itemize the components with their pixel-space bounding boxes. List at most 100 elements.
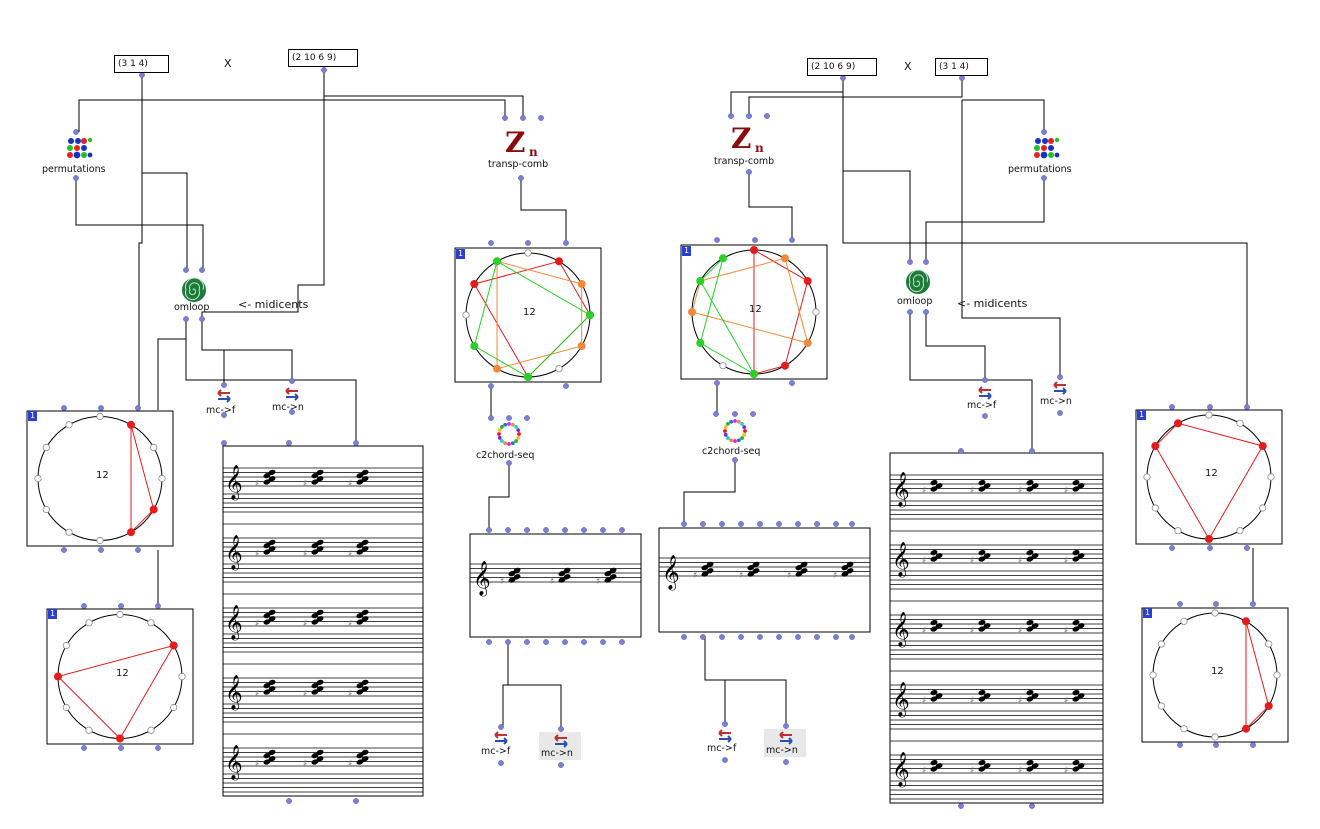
mc-f-box-left-1[interactable] xyxy=(216,388,232,403)
inlet-dot[interactable] xyxy=(1213,742,1219,748)
poly-score-box[interactable]: 𝄞♯♯♯♯𝄞♯♯♯♯𝄞♯♯♯♯𝄞♯♯♯♯𝄞♯♯♯♯ xyxy=(889,452,1104,804)
inlet-dot[interactable] xyxy=(524,527,530,533)
permutations-box-left[interactable] xyxy=(64,136,94,162)
pitch-circle-box[interactable] xyxy=(1141,607,1289,743)
inlet-dot[interactable] xyxy=(286,440,292,446)
inlet-dot[interactable] xyxy=(506,415,512,421)
patch-cord[interactable] xyxy=(185,319,357,443)
mc-n-box-left-2-selected[interactable] xyxy=(539,732,581,760)
patch-cord[interactable] xyxy=(925,312,986,380)
inlet-dot[interactable] xyxy=(982,377,988,383)
inlet-dot[interactable] xyxy=(118,745,124,751)
inlet-dot[interactable] xyxy=(1057,374,1063,380)
mc-f-box-left-2[interactable] xyxy=(493,730,509,745)
inlet-dot[interactable] xyxy=(562,639,568,645)
mc-n-box-left-1[interactable] xyxy=(284,386,300,401)
inlet-dot[interactable] xyxy=(183,267,189,273)
inlet-dot[interactable] xyxy=(719,634,725,640)
mc-f-box-right-2[interactable] xyxy=(717,728,733,743)
inlet-dot[interactable] xyxy=(619,639,625,645)
message-box-3-1-4-right[interactable]: (3 1 4) xyxy=(935,58,988,76)
inlet-dot[interactable] xyxy=(795,521,801,527)
inlet-dot[interactable] xyxy=(563,240,569,246)
inlet-dot[interactable] xyxy=(581,639,587,645)
inlet-dot[interactable] xyxy=(764,113,770,119)
inlet-dot[interactable] xyxy=(1169,404,1175,410)
inlet-dot[interactable] xyxy=(776,521,782,527)
inlet-dot[interactable] xyxy=(1207,404,1213,410)
inlet-dot[interactable] xyxy=(558,726,564,732)
inlet-dot[interactable] xyxy=(849,634,855,640)
inlet-dot[interactable] xyxy=(524,639,530,645)
inlet-dot[interactable] xyxy=(353,798,359,804)
inlet-dot[interactable] xyxy=(783,723,789,729)
inlet-dot[interactable] xyxy=(714,237,720,243)
inlet-dot[interactable] xyxy=(563,383,569,389)
inlet-dot[interactable] xyxy=(958,803,964,809)
inlet-dot[interactable] xyxy=(525,240,531,246)
patch-cord[interactable] xyxy=(961,100,1061,377)
inlet-dot[interactable] xyxy=(73,175,79,181)
inlet-dot[interactable] xyxy=(746,169,752,175)
inlet-dot[interactable] xyxy=(498,760,504,766)
inlet-dot[interactable] xyxy=(505,639,511,645)
inlet-dot[interactable] xyxy=(1244,545,1250,551)
inlet-dot[interactable] xyxy=(61,405,67,411)
inlet-dot[interactable] xyxy=(732,411,738,417)
patch-cord[interactable] xyxy=(507,642,562,729)
patch-cord[interactable] xyxy=(78,99,506,132)
inlet-dot[interactable] xyxy=(907,309,913,315)
message-box-2-10-6-9-right[interactable]: (2 10 6 9) xyxy=(807,58,877,76)
pitch-circle-box[interactable] xyxy=(1135,409,1283,545)
inlet-dot[interactable] xyxy=(518,175,524,181)
inlet-dot[interactable] xyxy=(286,798,292,804)
inlet-dot[interactable] xyxy=(1213,601,1219,607)
patch-cord[interactable] xyxy=(502,642,509,727)
omloop-box-left[interactable] xyxy=(180,276,208,304)
inlet-dot[interactable] xyxy=(221,412,227,418)
inlet-dot[interactable] xyxy=(814,634,820,640)
inlet-dot[interactable] xyxy=(1250,601,1256,607)
inlet-dot[interactable] xyxy=(1177,601,1183,607)
inlet-dot[interactable] xyxy=(833,634,839,640)
inlet-dot[interactable] xyxy=(502,115,508,121)
patch-cord[interactable] xyxy=(488,463,510,530)
inlet-dot[interactable] xyxy=(700,634,706,640)
inlet-dot[interactable] xyxy=(61,547,67,553)
pitch-circle-box[interactable] xyxy=(680,244,828,380)
patch-cord[interactable] xyxy=(842,78,1248,407)
omloop-box-right[interactable] xyxy=(904,268,932,296)
patch-cord[interactable] xyxy=(683,460,736,524)
inlet-dot[interactable] xyxy=(722,757,728,763)
inlet-dot[interactable] xyxy=(750,411,756,417)
inlet-dot[interactable] xyxy=(738,521,744,527)
inlet-dot[interactable] xyxy=(321,67,327,73)
patch-cord[interactable] xyxy=(520,178,567,243)
chord-seq-box[interactable]: 𝄞♯♯♯ xyxy=(469,533,642,638)
pitch-circle-box[interactable] xyxy=(454,247,602,383)
inlet-dot[interactable] xyxy=(795,634,801,640)
inlet-dot[interactable] xyxy=(538,115,544,121)
inlet-dot[interactable] xyxy=(199,267,205,273)
mc-f-box-right-1[interactable] xyxy=(977,385,993,400)
inlet-dot[interactable] xyxy=(135,547,141,553)
patch-cord[interactable] xyxy=(157,330,187,410)
inlet-dot[interactable] xyxy=(713,411,719,417)
inlet-dot[interactable] xyxy=(562,527,568,533)
inlet-dot[interactable] xyxy=(757,521,763,527)
inlet-dot[interactable] xyxy=(486,639,492,645)
inlet-dot[interactable] xyxy=(139,72,145,78)
inlet-dot[interactable] xyxy=(289,409,295,415)
inlet-dot[interactable] xyxy=(73,129,79,135)
inlet-dot[interactable] xyxy=(907,259,913,265)
inlet-dot[interactable] xyxy=(135,405,141,411)
inlet-dot[interactable] xyxy=(543,639,549,645)
inlet-dot[interactable] xyxy=(752,237,758,243)
patch-cord[interactable] xyxy=(843,170,911,262)
patch-cord[interactable] xyxy=(138,75,143,410)
inlet-dot[interactable] xyxy=(1041,129,1047,135)
inlet-dot[interactable] xyxy=(1244,404,1250,410)
inlet-dot[interactable] xyxy=(923,309,929,315)
